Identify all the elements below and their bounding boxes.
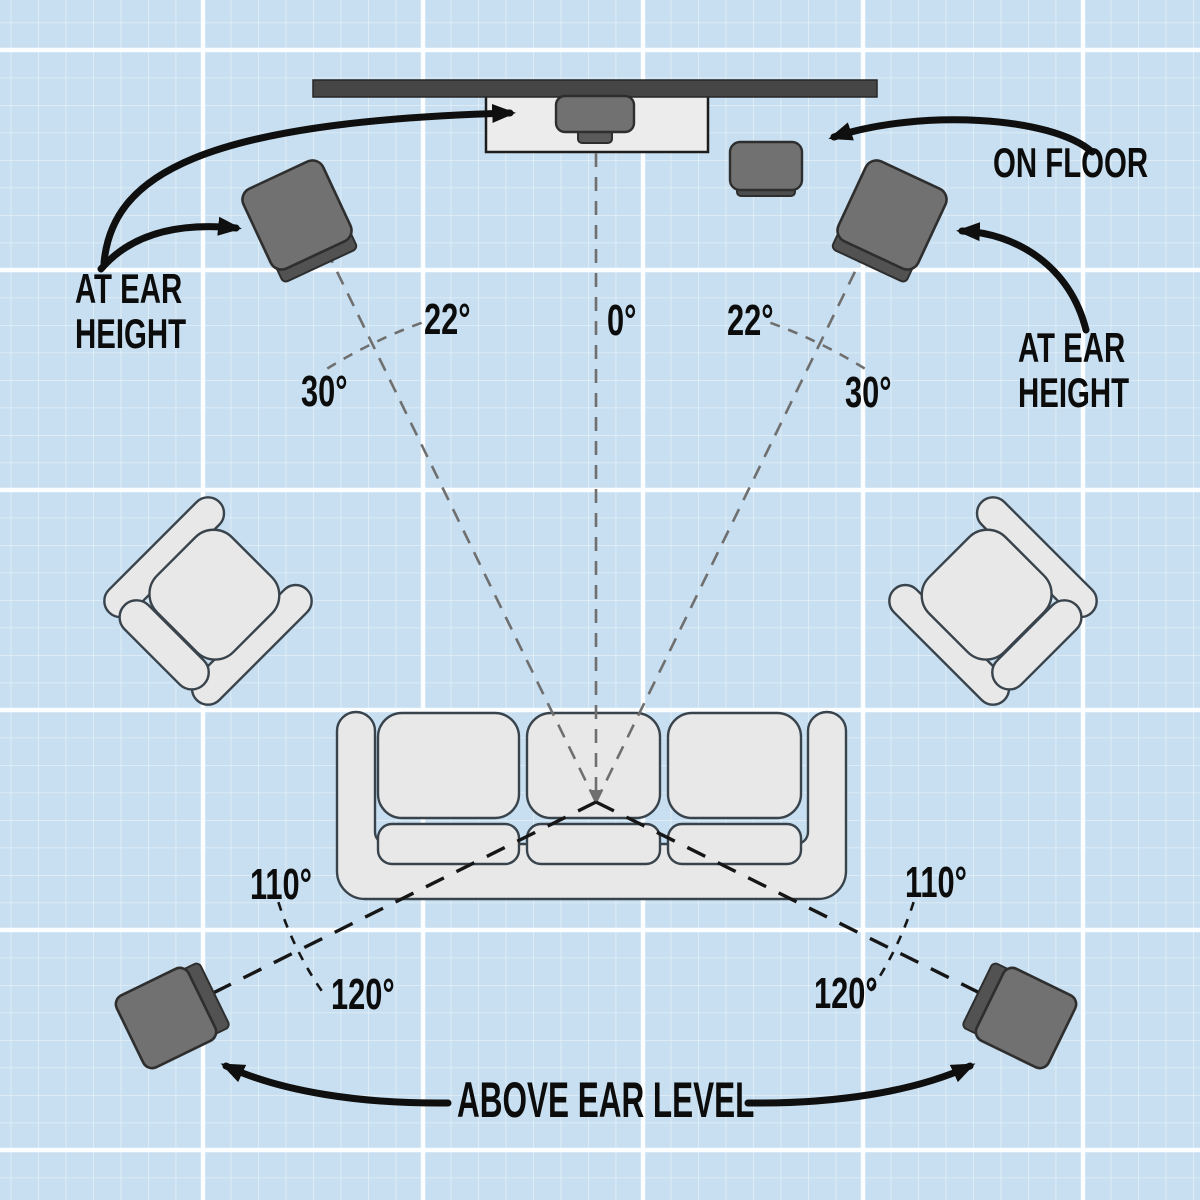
front-right-note-line2: HEIGHT [1018,369,1129,417]
subwoofer-body [728,140,804,192]
sofa-back-cushion [525,822,662,866]
arrow-to-rear-left-speaker [220,1062,452,1107]
left-armchair-back [118,599,210,691]
arrow-to-front-right-speaker [956,222,1090,334]
front-right-speaker [831,159,948,283]
rear-left-guide-line [166,800,597,1018]
arrow-to-subwoofer [828,116,1096,156]
listening-point-arrowhead [589,790,603,803]
sofa [335,710,848,901]
sofa-seat-cushion [666,711,803,820]
tv-screen [312,79,878,98]
angle-front-right-outer-label: 30° [845,369,892,418]
angle-front-left-outer-label: 30° [301,368,348,417]
rear-left-speaker [114,962,230,1070]
rear-right-speaker-body [974,966,1078,1070]
sofa-back-cushion [376,822,521,866]
right-armchair-back [991,599,1083,691]
subwoofer-note: ON FLOOR [993,139,1148,187]
front-left-speaker [241,159,358,283]
rear-right-guide-line [595,800,1027,1018]
center-speaker-body [554,94,636,134]
angle-front-left-inner-label: 22° [424,296,471,345]
right-armchair [888,496,1098,706]
front-right-guide-line [594,244,870,803]
angle-center-label: 0° [607,297,636,346]
rear-note: ABOVE EAR LEVEL [457,1072,754,1128]
left-armchair [103,496,313,706]
arrow-to-center-speaker [100,104,516,267]
annotation-labels: AT EAR HEIGHT ON FLOOR AT EAR HEIGHT ABO… [75,139,1148,1128]
angle-front-right-inner-label: 22° [727,297,774,346]
front-left-note-line1: AT EAR [75,265,182,313]
arrow-to-front-left-speaker [97,216,242,273]
front-angle-guides [322,153,870,803]
front-left-note-line2: HEIGHT [75,310,186,358]
front-left-angle-arc [325,321,423,371]
rear-right-angle-arc [867,901,915,994]
front-right-note-line1: AT EAR [1018,324,1125,372]
rear-left-angle-arc [277,901,325,994]
subwoofer [728,140,804,197]
rear-angle-guides [166,800,1027,1018]
sofa-back-cushion [666,822,803,866]
front-right-speaker-body [836,159,948,271]
annotation-arrows [97,104,1096,1107]
arrow-to-rear-right-speaker [744,1062,976,1107]
angle-rear-left-upper-label: 110° [250,861,312,910]
rear-right-speaker [962,962,1078,1070]
front-right-angle-arc [769,321,867,371]
angle-rear-right-upper-label: 110° [905,859,967,908]
center-channel-speaker [554,94,636,144]
angle-rear-right-lower-label: 120° [814,970,878,1019]
rear-left-speaker-body [114,966,218,1070]
front-left-speaker-body [241,159,353,271]
front-left-guide-line [322,244,598,803]
sofa-seat-cushion [376,711,521,820]
sofa-seat-cushion [525,711,662,820]
angle-rear-left-lower-label: 120° [331,971,395,1020]
